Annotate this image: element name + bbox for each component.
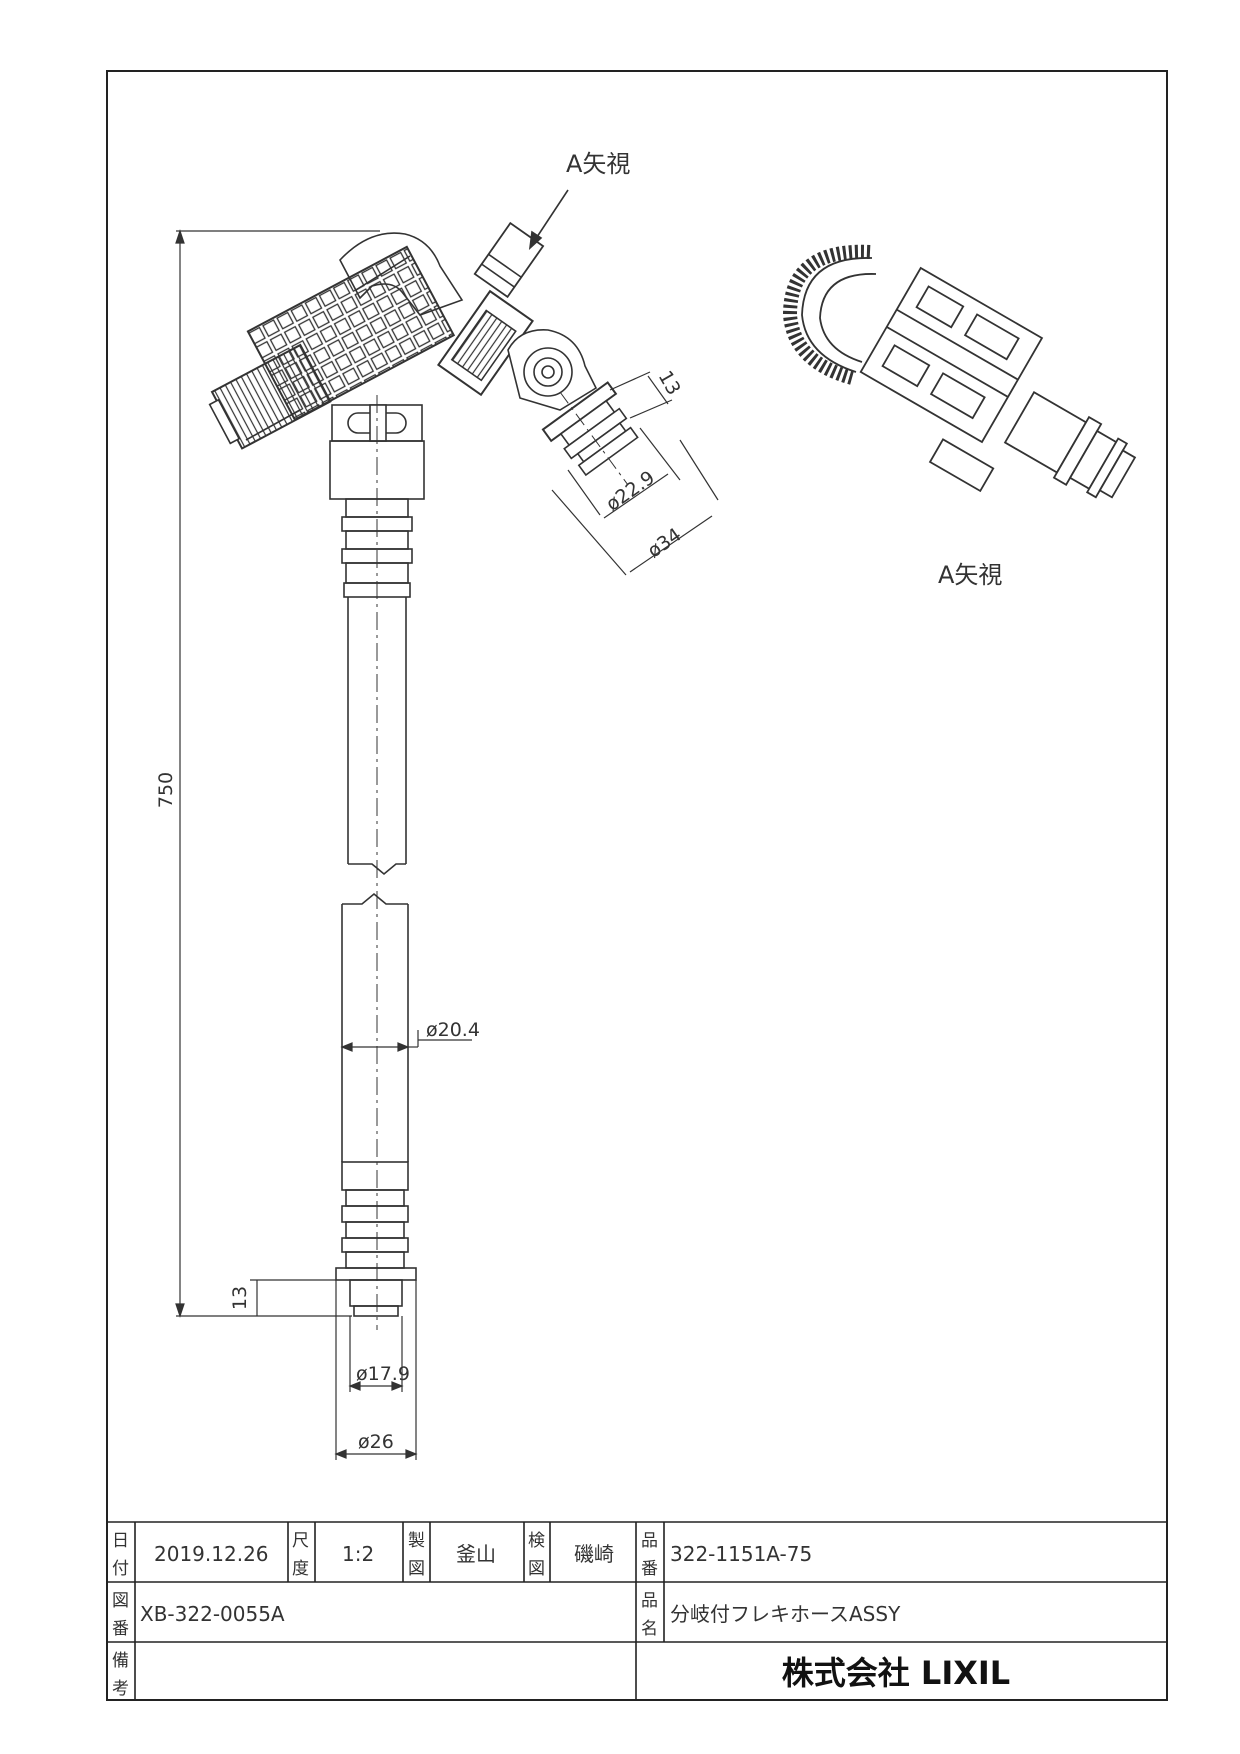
drawing-no-label-1: 図 xyxy=(112,1591,129,1611)
branch-outer-diameter-text: ø34 xyxy=(644,524,686,563)
date-label-1: 日 xyxy=(112,1531,129,1551)
scale-label-2: 度 xyxy=(292,1559,309,1579)
part-name-label-2: 名 xyxy=(641,1619,658,1639)
checker-value: 磯崎 xyxy=(574,1542,614,1566)
checker-label-2: 図 xyxy=(528,1559,545,1579)
part-name-label-1: 品 xyxy=(641,1591,658,1611)
part-no-label-2: 番 xyxy=(641,1559,658,1579)
drawing-no-label-2: 番 xyxy=(112,1619,129,1639)
scale-label-1: 尺 xyxy=(292,1531,309,1551)
drafter-label-2: 図 xyxy=(408,1559,425,1579)
end-length-text: 13 xyxy=(229,1286,251,1310)
dimension-lines xyxy=(175,229,719,1460)
remarks-label-1: 備 xyxy=(112,1651,129,1671)
checker-label-1: 検 xyxy=(528,1531,545,1551)
drawing-no-value: XB-322-0055A xyxy=(140,1602,285,1626)
part-name-value: 分岐付フレキホースASSY xyxy=(670,1602,901,1626)
main-hose-view xyxy=(208,221,639,1330)
view-arrow xyxy=(528,189,569,251)
part-no-value: 322-1151A-75 xyxy=(670,1542,812,1566)
hose-diameter-text: ø20.4 xyxy=(426,1019,480,1041)
side-view-a xyxy=(782,244,1137,499)
title-block xyxy=(107,1521,1167,1700)
branch-length-text: 13 xyxy=(654,367,685,399)
remarks-label-2: 考 xyxy=(112,1679,129,1699)
end-inner-diameter-text: ø17.9 xyxy=(356,1363,410,1385)
branch-inner-diameter-text: ø22.9 xyxy=(602,467,659,516)
overall-length-text: 750 xyxy=(155,772,177,808)
date-value: 2019.12.26 xyxy=(154,1542,269,1566)
part-no-label-1: 品 xyxy=(641,1531,658,1551)
side-view-label: A矢視 xyxy=(938,561,1002,589)
drafter-label-1: 製 xyxy=(408,1531,425,1551)
drawing-frame xyxy=(106,70,1168,1701)
scale-value: 1:2 xyxy=(342,1542,374,1566)
end-outer-diameter-text: ø26 xyxy=(358,1431,394,1453)
main-view-label: A矢視 xyxy=(566,150,630,178)
drafter-value: 釜山 xyxy=(456,1542,496,1566)
company-logo: 株式会社 LIXIL xyxy=(782,1654,1010,1692)
date-label-2: 付 xyxy=(112,1559,129,1579)
